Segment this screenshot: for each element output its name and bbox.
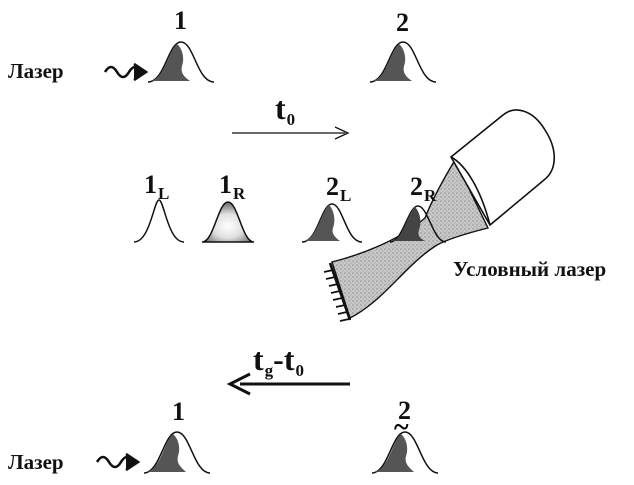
conditional-laser-device xyxy=(323,109,556,322)
tg-minus-t0-arrow xyxy=(226,372,350,396)
pulse-2R xyxy=(389,205,447,243)
pulse-1R-main: 1 xyxy=(219,170,232,199)
t0-arrow xyxy=(232,126,350,140)
tg-main: t xyxy=(253,341,264,377)
pulse-2L-sub: L xyxy=(340,186,352,205)
squiggle-arrow-top xyxy=(103,62,149,82)
pulse-2-bottom-label: 2 xyxy=(398,396,411,425)
pulse-1L-sub: L xyxy=(158,184,170,203)
pulse-2R-label: 2R xyxy=(410,172,436,205)
t0-main: t xyxy=(275,90,286,126)
pulse-2-top xyxy=(369,41,437,83)
squiggle-arrow-bottom xyxy=(95,452,141,472)
pulse-2-tilde: ~ xyxy=(394,412,409,443)
tg-minus-t0-label: tg-t0 xyxy=(253,341,304,379)
tg-minus: - xyxy=(273,341,284,377)
laser-label-bottom: Лазер xyxy=(8,450,64,474)
laser-label-top: Лазер xyxy=(8,59,64,83)
pulse-2L-label: 2L xyxy=(326,172,351,205)
pulse-1R xyxy=(201,201,255,243)
tg-t0-main: t xyxy=(283,341,295,377)
pulse-1L-main: 1 xyxy=(144,170,157,199)
pulse-1-top xyxy=(147,41,215,83)
pulse-1L xyxy=(133,199,185,243)
pulse-1L-label: 1L xyxy=(144,170,169,203)
pulse-2R-sub: R xyxy=(424,186,437,205)
pulse-2R-main: 2 xyxy=(410,172,423,201)
t0-sub: 0 xyxy=(286,110,296,129)
pulse-1-bottom xyxy=(143,431,211,474)
pulse-2-bottom xyxy=(371,431,439,474)
pulse-2-top-label: 2 xyxy=(396,8,409,37)
t0-label: t0 xyxy=(275,90,295,128)
pulse-1R-label: 1R xyxy=(219,170,245,203)
pulse-2L xyxy=(301,203,363,243)
pulse-1-bottom-label: 1 xyxy=(172,397,185,426)
tg-t0-sub: 0 xyxy=(295,361,304,380)
conditional-laser-label: Условный лазер xyxy=(453,257,607,281)
pulse-2L-main: 2 xyxy=(326,172,339,201)
pulse-1R-sub: R xyxy=(233,184,246,203)
pulse-1-top-label: 1 xyxy=(174,6,187,35)
tg-sub: g xyxy=(264,361,274,380)
